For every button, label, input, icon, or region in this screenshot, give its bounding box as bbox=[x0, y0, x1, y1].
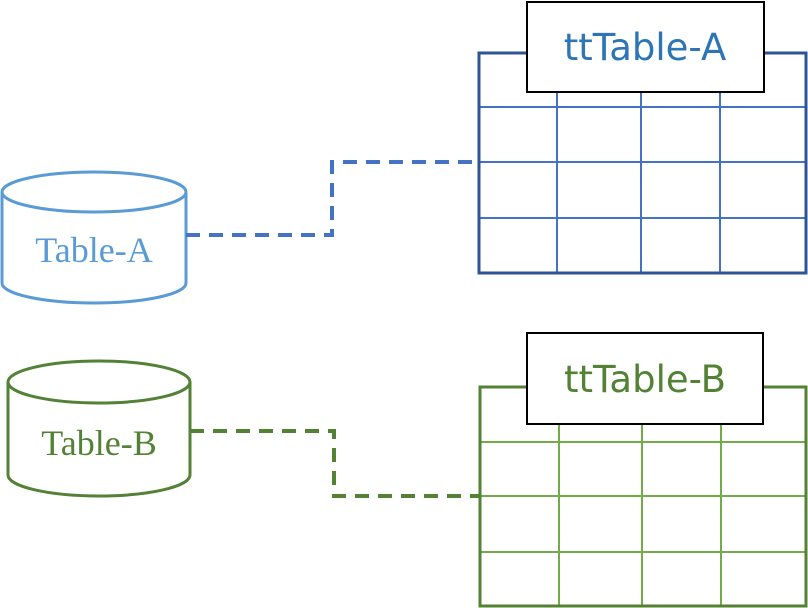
database-table-b: Table-B bbox=[6, 359, 192, 498]
database-table-a-body bbox=[0, 192, 188, 305]
temp-table-a: ttTable-A bbox=[477, 1, 808, 275]
database-table-b-label: Table-B bbox=[41, 423, 156, 463]
temp-table-b-title: ttTable-B bbox=[564, 358, 726, 401]
database-table-b-body bbox=[6, 382, 192, 498]
database-table-a-top bbox=[0, 170, 188, 214]
connector-b bbox=[190, 429, 479, 498]
temp-table-b: ttTable-B bbox=[478, 332, 808, 608]
temp-table-a-title-box bbox=[526, 1, 765, 93]
connector-a bbox=[186, 160, 478, 237]
database-table-b-top bbox=[6, 359, 192, 405]
database-table-a-label: Table-A bbox=[35, 230, 152, 270]
temp-table-b-title-box bbox=[526, 332, 764, 425]
database-table-a: Table-A bbox=[0, 170, 188, 305]
temp-table-a-title: ttTable-A bbox=[564, 26, 727, 69]
